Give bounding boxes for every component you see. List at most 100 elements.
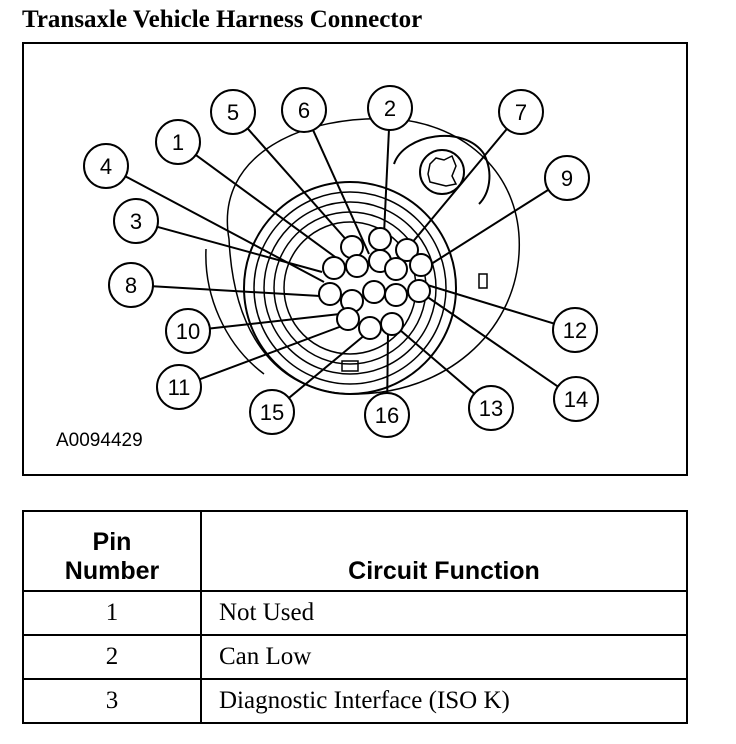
leader-line-16	[386, 331, 389, 394]
callout-bubble	[367, 85, 413, 131]
leader-line-3	[156, 225, 323, 273]
circuit-function-cell: Can Low	[200, 634, 688, 680]
callout-bubble	[210, 89, 256, 135]
connector-ring-outer	[243, 181, 457, 395]
callout-number: 7	[515, 100, 527, 125]
callout-3: 3	[113, 198, 159, 244]
callout-8: 8	[108, 262, 154, 308]
leader-line-6	[312, 129, 370, 255]
callout-bubble	[281, 87, 327, 133]
header-pin-line2: Number	[64, 557, 160, 585]
callout-number: 6	[298, 98, 310, 123]
shell-edge-line	[205, 248, 265, 375]
pin-cavity	[362, 280, 386, 304]
callout-number: 13	[479, 396, 503, 421]
callout-bubble	[498, 89, 544, 135]
callout-16: 16	[364, 392, 410, 438]
callout-15: 15	[249, 389, 295, 435]
callout-bubble	[165, 308, 211, 354]
leader-line-11	[199, 325, 343, 381]
pin-cavity	[395, 238, 419, 262]
callout-bubble	[108, 262, 154, 308]
callout-number: 3	[130, 209, 142, 234]
page-title: Transaxle Vehicle Harness Connector	[22, 6, 423, 33]
leader-line-2	[383, 129, 390, 235]
callout-2: 2	[367, 85, 413, 131]
callout-bubble	[113, 198, 159, 244]
callout-bubble	[553, 376, 599, 422]
callout-13: 13	[468, 385, 514, 431]
callout-10: 10	[165, 308, 211, 354]
circuit-function-cell: Not Used	[200, 590, 688, 636]
callout-number: 10	[176, 319, 200, 344]
leader-line-12	[423, 283, 555, 325]
callout-1: 1	[155, 119, 201, 165]
keyway-slot	[341, 360, 359, 372]
callout-14: 14	[553, 376, 599, 422]
pin-cavity	[409, 253, 433, 277]
callout-4: 4	[83, 143, 129, 189]
leader-line-10	[209, 313, 341, 330]
leader-line-14	[425, 295, 559, 388]
callout-number: 8	[125, 273, 137, 298]
callout-bubble	[552, 307, 598, 353]
callout-bubble	[468, 385, 514, 431]
callout-number: 4	[100, 154, 112, 179]
leader-line-4	[124, 175, 325, 283]
callout-11: 11	[156, 364, 202, 410]
callout-bubble	[83, 143, 129, 189]
circuit-function-cell: Diagnostic Interface (ISO K)	[200, 678, 688, 724]
callout-bubble	[156, 364, 202, 410]
pin-cavity	[336, 307, 360, 331]
figure-code-label: A0094429	[56, 430, 143, 451]
callout-number: 12	[563, 318, 587, 343]
callout-bubble	[364, 392, 410, 438]
callout-bubble	[155, 119, 201, 165]
callout-number: 5	[227, 100, 239, 125]
callout-number: 11	[168, 375, 191, 400]
pin-cavity	[345, 254, 369, 278]
table-row: 2 Can Low	[22, 634, 688, 680]
callout-number: 14	[564, 387, 588, 412]
callout-9: 9	[544, 155, 590, 201]
callout-7: 7	[498, 89, 544, 135]
callout-number: 2	[384, 96, 396, 121]
leader-line-7	[410, 128, 508, 245]
leader-line-15	[288, 333, 367, 399]
pin-cavity	[322, 256, 346, 280]
pin-number-cell: 3	[22, 678, 202, 724]
table-row: 3 Diagnostic Interface (ISO K)	[22, 678, 688, 724]
callout-number: 16	[375, 403, 399, 428]
callout-number: 9	[561, 166, 573, 191]
pin-number-cell: 1	[22, 590, 202, 636]
callout-5: 5	[210, 89, 256, 135]
table-row: 1 Not Used	[22, 590, 688, 636]
callout-bubble	[249, 389, 295, 435]
pin-cavity	[407, 279, 431, 303]
pin-cavity	[384, 257, 408, 281]
callout-12: 12	[552, 307, 598, 353]
connector-ring-2	[253, 191, 447, 385]
callout-bubble	[544, 155, 590, 201]
pin-cavity	[318, 282, 342, 306]
header-pin-number: Pin Number	[22, 510, 202, 592]
leader-line-8	[152, 285, 321, 297]
callout-6: 6	[281, 87, 327, 133]
pin-cavity	[384, 283, 408, 307]
locking-tab-outline	[393, 134, 491, 205]
pin-cavity	[368, 227, 392, 251]
side-key-slot	[478, 273, 488, 289]
pin-cavity	[358, 316, 382, 340]
pin-cavity	[380, 312, 404, 336]
callout-number: 15	[260, 400, 284, 425]
bolt-icon	[419, 149, 465, 195]
header-circuit-function: Circuit Function	[200, 510, 688, 592]
leader-line-5	[246, 127, 351, 245]
leader-line-9	[427, 188, 549, 267]
leader-line-1	[195, 154, 343, 263]
header-pin-line1: Pin	[92, 528, 132, 556]
pin-number-cell: 2	[22, 634, 202, 680]
leader-line-13	[399, 329, 475, 395]
